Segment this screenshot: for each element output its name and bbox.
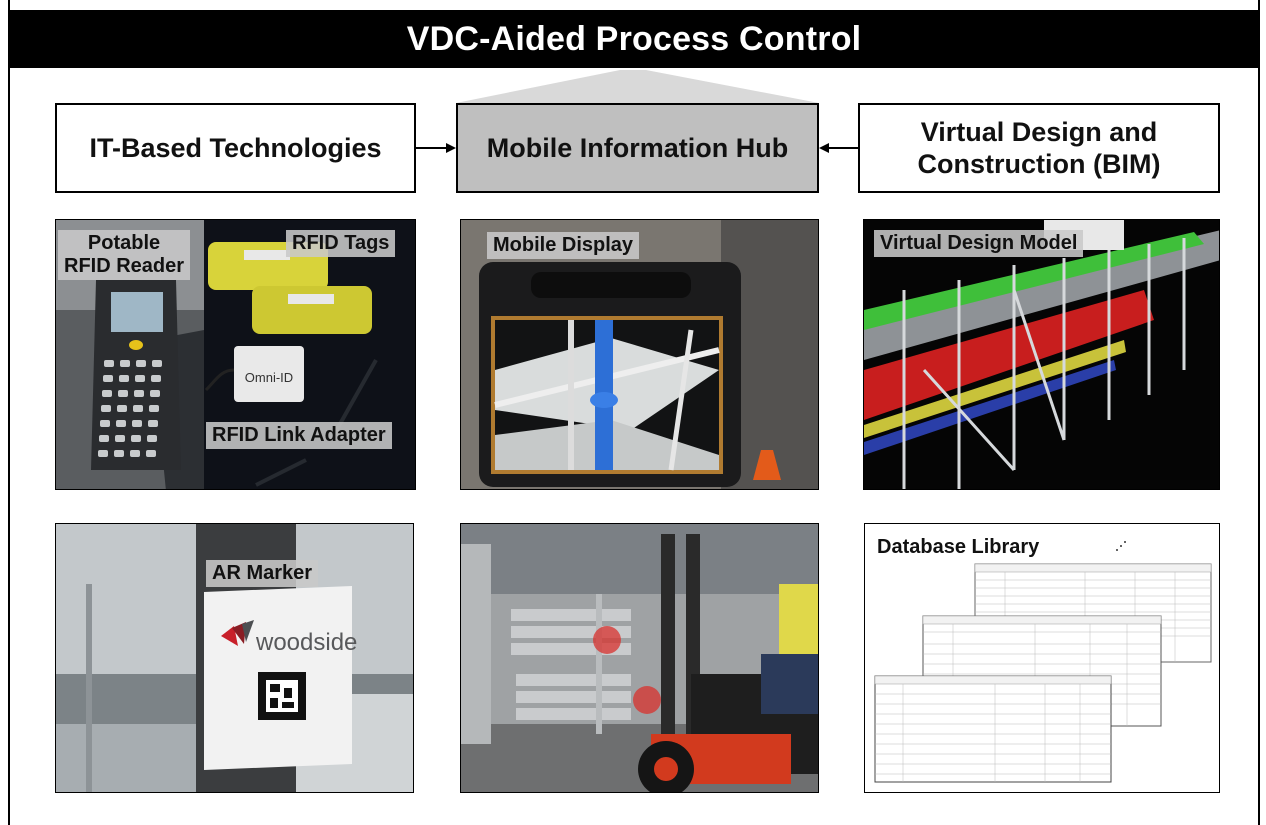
bim-red-pipes bbox=[864, 290, 1154, 420]
db-dots bbox=[1116, 541, 1126, 551]
bim-model-render bbox=[864, 220, 1219, 489]
ar-marker-panel: woodside AR Marker bbox=[55, 523, 414, 793]
rfid-reader-label: Potable RFID Reader bbox=[58, 230, 191, 280]
vdc-bim-label: Virtual Design and Construction (BIM) bbox=[918, 116, 1161, 181]
vdc-line2: Construction (BIM) bbox=[917, 149, 1161, 179]
vdc-line1: Virtual Design and bbox=[920, 116, 1158, 147]
highlight-marker-1 bbox=[593, 626, 621, 654]
warehouse-panel bbox=[460, 523, 819, 793]
database-library-label: Database Library bbox=[877, 536, 1040, 558]
mobile-display-label: Mobile Display bbox=[487, 232, 640, 259]
rfid-reader-line1: Potable bbox=[87, 232, 161, 254]
woodside-logo: woodside bbox=[221, 620, 357, 656]
bim-green-deck bbox=[864, 232, 1204, 330]
diagram-title: VDC-Aided Process Control bbox=[8, 10, 1260, 68]
mobile-hub-label: Mobile Information Hub bbox=[486, 132, 789, 163]
rfid-tags-label: RFID Tags bbox=[286, 230, 396, 257]
hub-funnel bbox=[456, 70, 819, 103]
warehouse-photo bbox=[461, 524, 818, 792]
mobile-display-photo bbox=[461, 220, 818, 489]
rfid-reader-line2: RFID Reader bbox=[64, 255, 185, 277]
rfid-tag-2 bbox=[252, 286, 372, 334]
arrowhead-right bbox=[446, 143, 456, 153]
it-technologies-box: IT-Based Technologies bbox=[55, 103, 416, 193]
database-library-panel: Database Library bbox=[864, 523, 1220, 793]
forklift bbox=[638, 534, 818, 792]
vd-model-label: Virtual Design Model bbox=[874, 230, 1084, 257]
vdc-bim-box: Virtual Design and Construction (BIM) bbox=[858, 103, 1220, 193]
omni-id-text: Omni-ID bbox=[245, 370, 293, 385]
it-technologies-label: IT-Based Technologies bbox=[89, 132, 382, 163]
rfid-link-adapter: Omni-ID bbox=[234, 346, 304, 402]
rfid-panel: Omni-ID Potable RFID Reader RFID Tags RF… bbox=[55, 219, 416, 490]
woodside-logo-text: woodside bbox=[255, 629, 357, 656]
ar-marker-label: AR Marker bbox=[206, 560, 319, 587]
vd-model-panel: Virtual Design Model bbox=[863, 219, 1220, 490]
mobile-display-panel: Mobile Display bbox=[460, 219, 819, 490]
highlight-marker-2 bbox=[633, 686, 661, 714]
database-tables-graphic bbox=[874, 541, 1212, 783]
mobile-hub-box: Mobile Information Hub bbox=[456, 103, 819, 193]
db-table-crimped bbox=[874, 675, 1112, 783]
rfid-link-label: RFID Link Adapter bbox=[206, 422, 392, 449]
fiducial-marker bbox=[258, 672, 306, 720]
diagram-frame bbox=[8, 0, 1260, 825]
arrowhead-left bbox=[819, 143, 829, 153]
